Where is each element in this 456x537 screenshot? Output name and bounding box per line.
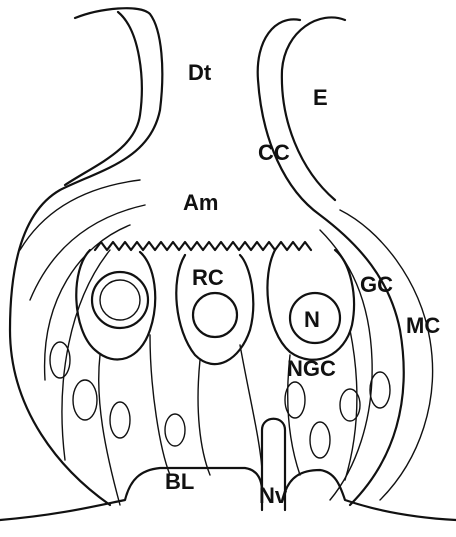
label-rc: RC xyxy=(192,265,224,290)
label-mc: MC xyxy=(406,313,440,338)
label-am: Am xyxy=(183,190,218,215)
taste-pore-microvilli xyxy=(95,242,311,250)
label-dt: Dt xyxy=(188,60,212,85)
label-cc: CC xyxy=(258,140,290,165)
label-nv: Nv xyxy=(259,483,288,508)
label-e: E xyxy=(313,85,328,110)
label-n: N xyxy=(304,307,320,332)
basal-lamina xyxy=(0,468,456,520)
label-bl: BL xyxy=(165,469,194,494)
label-gc: GC xyxy=(360,272,393,297)
label-ngc: NGC xyxy=(287,356,336,381)
